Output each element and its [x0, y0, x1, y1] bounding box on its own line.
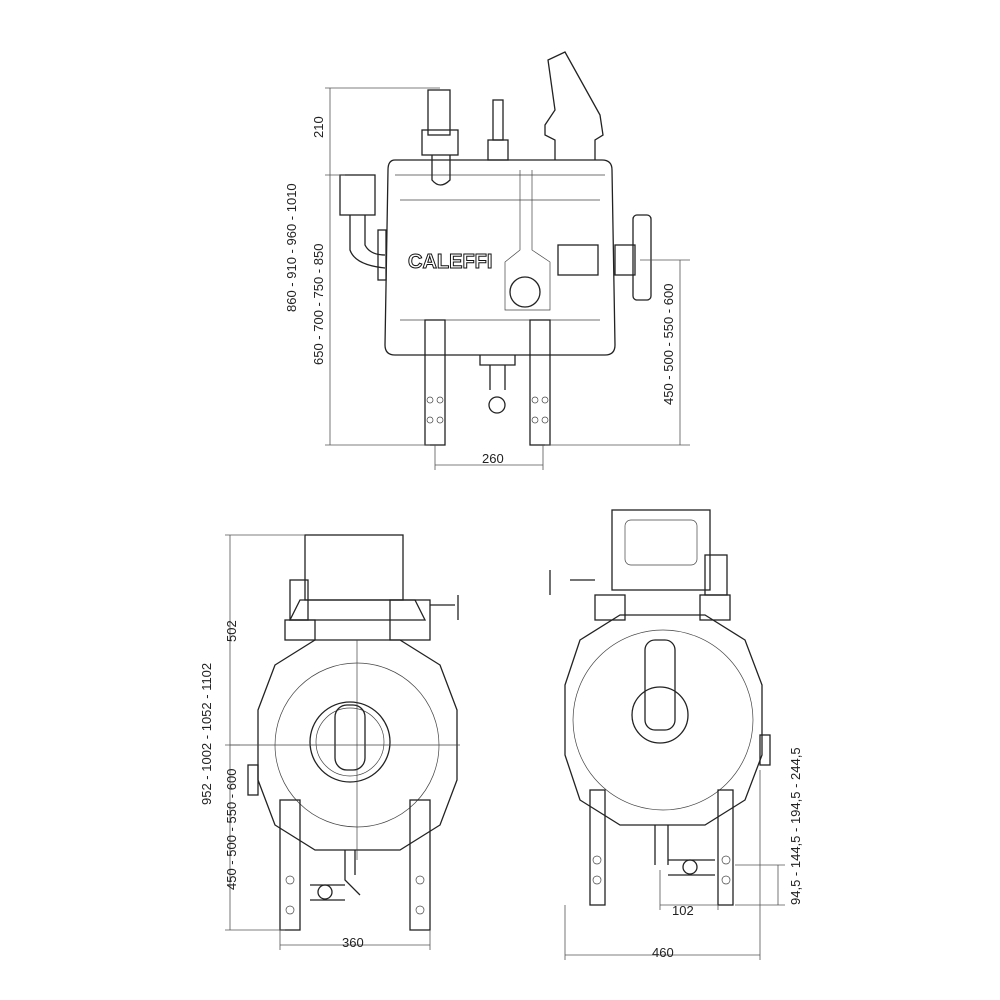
side-view-right: 460 102 94,5 - 144,5 - 194,5 - 244,5: [549, 509, 803, 960]
dim-lower-height: 450 - 500 - 550 - 600: [224, 769, 239, 890]
brand-logo: CALEFFI: [408, 251, 492, 273]
front-view: CALEFFI 210 860 - 910 - 960 - 1010 650 -…: [284, 51, 690, 470]
dim-total-height: 952 - 1002 - 1052 - 1102: [199, 663, 214, 805]
side-view-left: 952 - 1002 - 1052 - 1102 502 450 - 500 -…: [199, 534, 460, 950]
dim-width: 460: [652, 945, 674, 960]
dim-leg-spacing: 260: [482, 451, 504, 466]
dim-drain-height: 94,5 - 144,5 - 194,5 - 244,5: [788, 747, 803, 905]
dim-outlet-height: 450 - 500 - 550 - 600: [661, 284, 676, 405]
dim-drain-offset: 102: [672, 903, 694, 918]
dim-upper-502: 502: [224, 620, 239, 642]
dim-leg-spacing: 360: [342, 935, 364, 950]
dim-total-height: 860 - 910 - 960 - 1010: [284, 183, 299, 312]
dim-top-210: 210: [311, 116, 326, 138]
dim-body-height: 650 - 700 - 750 - 850: [311, 244, 326, 365]
